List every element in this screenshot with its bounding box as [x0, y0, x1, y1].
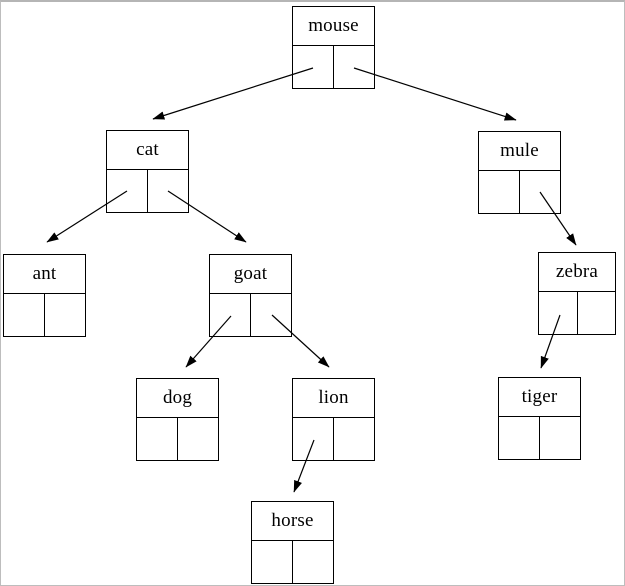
right-pointer-cell — [148, 170, 188, 212]
right-pointer-cell — [520, 171, 560, 213]
left-pointer-cell — [252, 541, 293, 583]
node-label-dog: dog — [137, 379, 218, 418]
tree-node-goat: goat — [209, 254, 292, 337]
pointer-cells — [293, 46, 374, 88]
tree-node-lion: lion — [292, 378, 375, 461]
right-pointer-cell — [540, 417, 580, 459]
pointer-cells — [107, 170, 188, 212]
tree-node-tiger: tiger — [498, 377, 581, 460]
left-pointer-cell — [499, 417, 540, 459]
node-label-mule: mule — [479, 132, 560, 171]
tree-node-horse: horse — [251, 501, 334, 584]
node-label-lion: lion — [293, 379, 374, 418]
right-pointer-cell — [45, 294, 85, 336]
node-label-goat: goat — [210, 255, 291, 294]
pointer-cells — [539, 292, 615, 334]
node-label-tiger: tiger — [499, 378, 580, 417]
node-label-mouse: mouse — [293, 7, 374, 46]
right-pointer-cell — [251, 294, 291, 336]
tree-node-ant: ant — [3, 254, 86, 337]
left-pointer-cell — [293, 418, 334, 460]
tree-node-mule: mule — [478, 131, 561, 214]
pointer-cells — [293, 418, 374, 460]
pointer-cells — [252, 541, 333, 583]
right-pointer-cell — [334, 418, 374, 460]
edge-mouse-left-cat — [152, 67, 314, 120]
pointer-cells — [4, 294, 85, 336]
node-label-horse: horse — [252, 502, 333, 541]
left-pointer-cell — [479, 171, 520, 213]
tree-node-zebra: zebra — [538, 252, 616, 335]
right-pointer-cell — [178, 418, 218, 460]
left-pointer-cell — [107, 170, 148, 212]
pointer-cells — [479, 171, 560, 213]
node-label-ant: ant — [4, 255, 85, 294]
pointer-cells — [499, 417, 580, 459]
left-pointer-cell — [293, 46, 334, 88]
pointer-cells — [137, 418, 218, 460]
left-pointer-cell — [137, 418, 178, 460]
tree-node-dog: dog — [136, 378, 219, 461]
left-pointer-cell — [210, 294, 251, 336]
node-label-cat: cat — [107, 131, 188, 170]
tree-node-mouse: mouse — [292, 6, 375, 89]
tree-node-cat: cat — [106, 130, 189, 213]
left-pointer-cell — [4, 294, 45, 336]
right-pointer-cell — [334, 46, 374, 88]
right-pointer-cell — [293, 541, 333, 583]
edge-mouse-right-mule — [353, 67, 517, 121]
pointer-cells — [210, 294, 291, 336]
node-label-zebra: zebra — [539, 253, 615, 292]
left-pointer-cell — [539, 292, 578, 334]
right-pointer-cell — [578, 292, 616, 334]
